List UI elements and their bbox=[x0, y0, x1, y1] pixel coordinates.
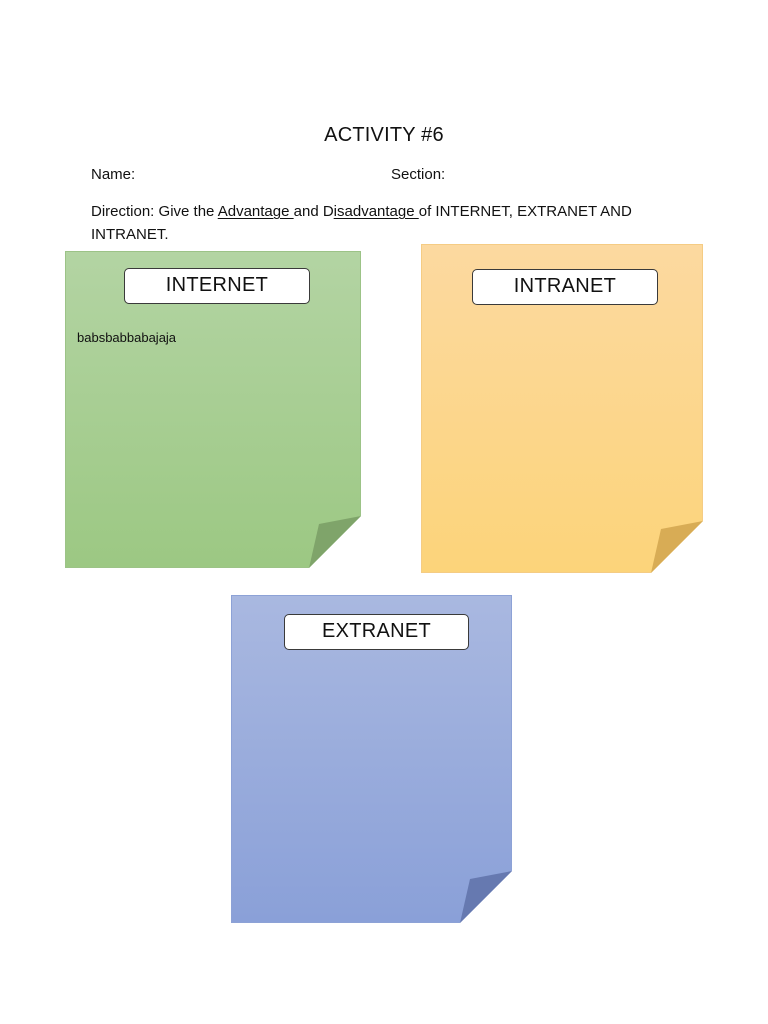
internet-sticky-note: INTERNET babsbabbabajaja bbox=[65, 251, 361, 568]
extranet-sticky-note: EXTRANET bbox=[231, 595, 512, 923]
intranet-label: INTRANET bbox=[513, 275, 617, 297]
intranet-sticky-note: INTRANET bbox=[421, 244, 703, 573]
advantage-word: Advantage bbox=[217, 203, 294, 220]
name-label: Name: bbox=[91, 166, 136, 183]
page-curl-icon bbox=[460, 871, 512, 923]
direction-text: Direction: Give the Advantage and Disadv… bbox=[91, 200, 681, 246]
internet-label-box: INTERNET bbox=[124, 268, 310, 304]
section-label: Section: bbox=[391, 166, 446, 183]
direction-part-2: and D bbox=[293, 203, 334, 220]
internet-label: INTERNET bbox=[165, 274, 269, 296]
extranet-label-box: EXTRANET bbox=[284, 614, 469, 650]
direction-part-1: Direction: Give the bbox=[91, 203, 218, 220]
page-title: ACTIVITY #6 bbox=[324, 124, 444, 146]
page-curl-icon bbox=[309, 516, 361, 568]
intranet-label-box: INTRANET bbox=[472, 269, 658, 305]
extranet-label: EXTRANET bbox=[321, 620, 432, 642]
disadvantage-word: isadvantage bbox=[333, 203, 419, 220]
internet-note-text[interactable]: babsbabbabajaja bbox=[77, 330, 177, 345]
page-curl-icon bbox=[651, 521, 703, 573]
direction-part-3: of INTERNET, EXTRANET AND INTRANET. bbox=[91, 203, 632, 243]
